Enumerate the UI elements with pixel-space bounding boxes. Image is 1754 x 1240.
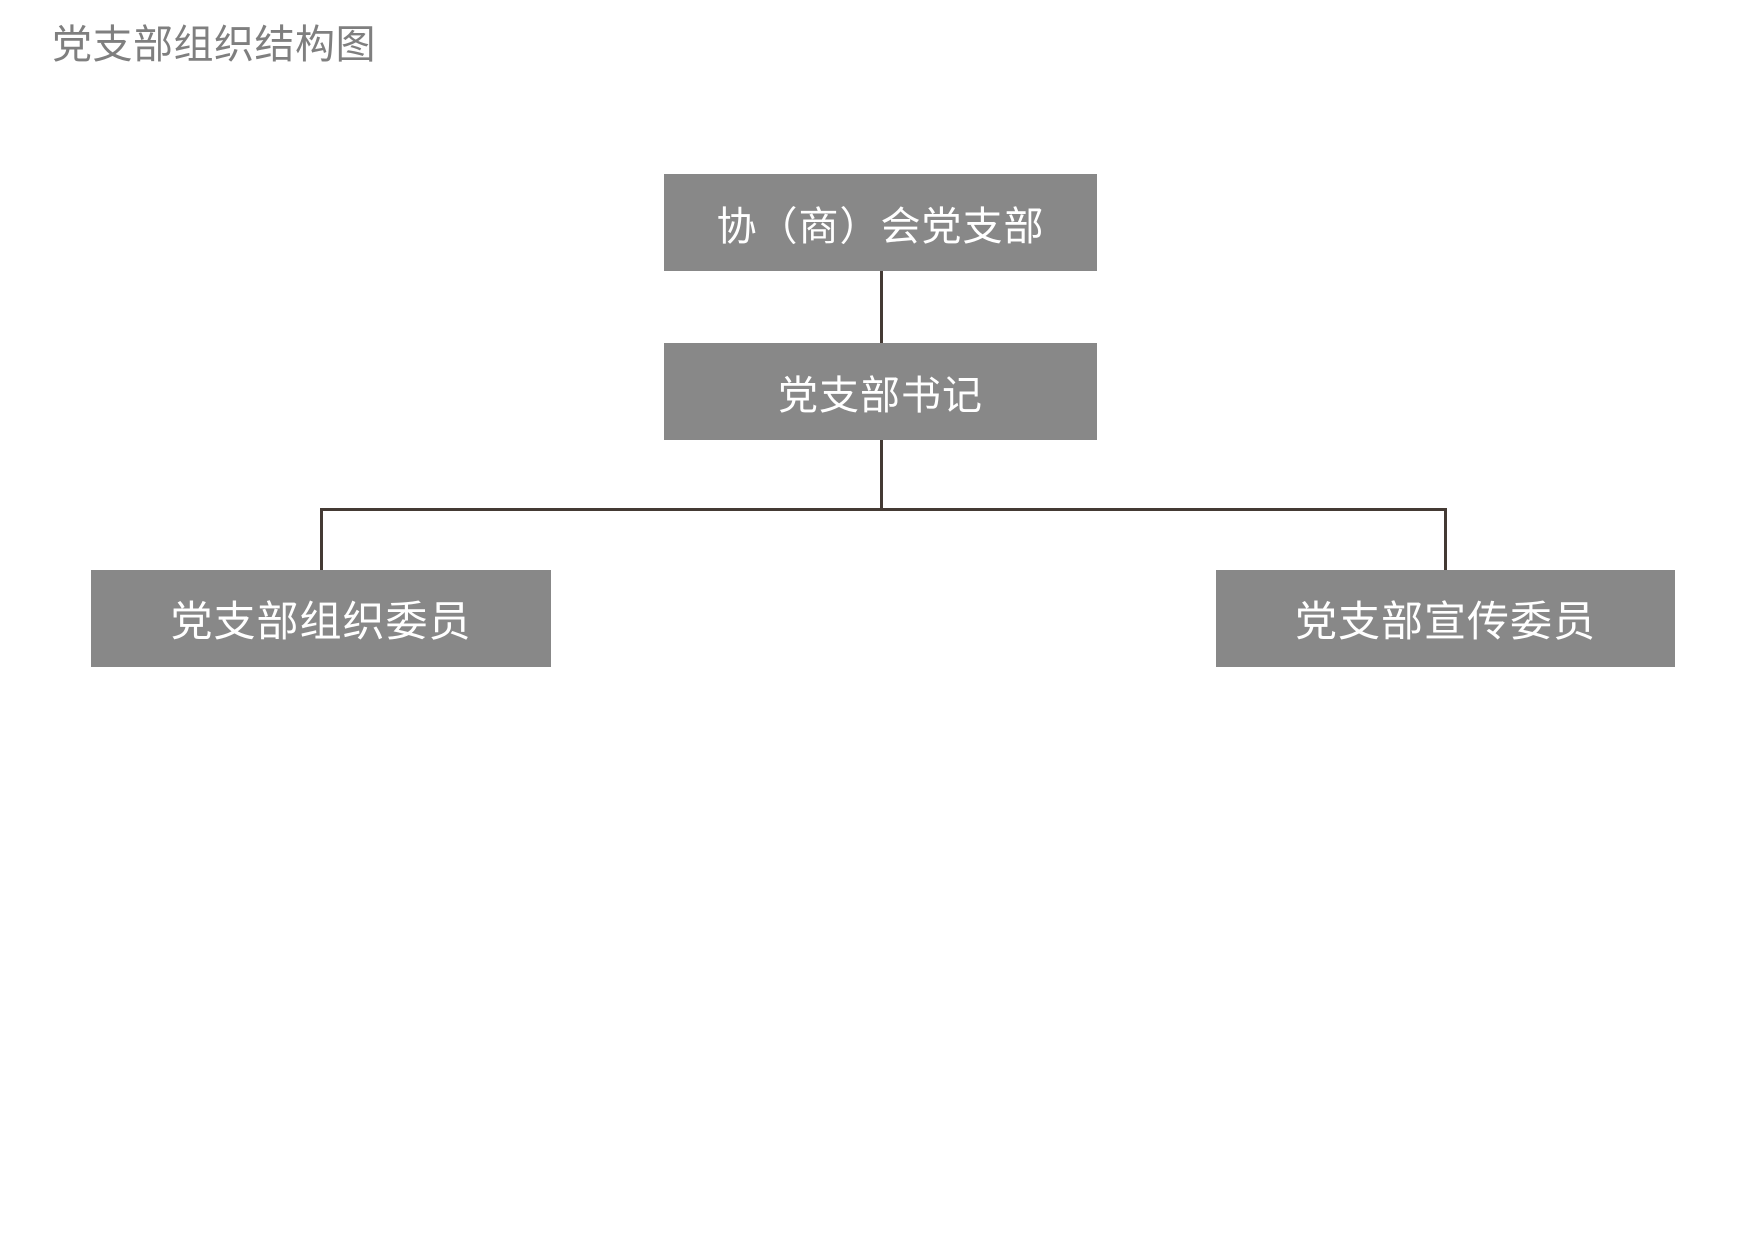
org-node-party-branch[interactable]: 协（商）会党支部 <box>664 174 1097 271</box>
connector-branch-to-publicity-member <box>1444 508 1447 570</box>
org-node-publicity-member[interactable]: 党支部宣传委员 <box>1216 570 1675 667</box>
org-node-branch-secretary[interactable]: 党支部书记 <box>664 343 1097 440</box>
org-node-label: 党支部宣传委员 <box>1294 598 1596 645</box>
page-title: 党支部组织结构图 <box>52 23 376 67</box>
connector-horizontal-bus <box>320 508 1447 511</box>
org-node-label: 党支部书记 <box>778 373 983 418</box>
connector-branch-to-org-member <box>320 508 323 570</box>
org-node-label: 协（商）会党支部 <box>716 204 1045 249</box>
connector-secretary-to-branch <box>880 440 883 511</box>
connector-root-to-secretary <box>880 271 883 343</box>
org-node-label: 党支部组织委员 <box>170 598 472 645</box>
org-node-organization-member[interactable]: 党支部组织委员 <box>91 570 551 667</box>
